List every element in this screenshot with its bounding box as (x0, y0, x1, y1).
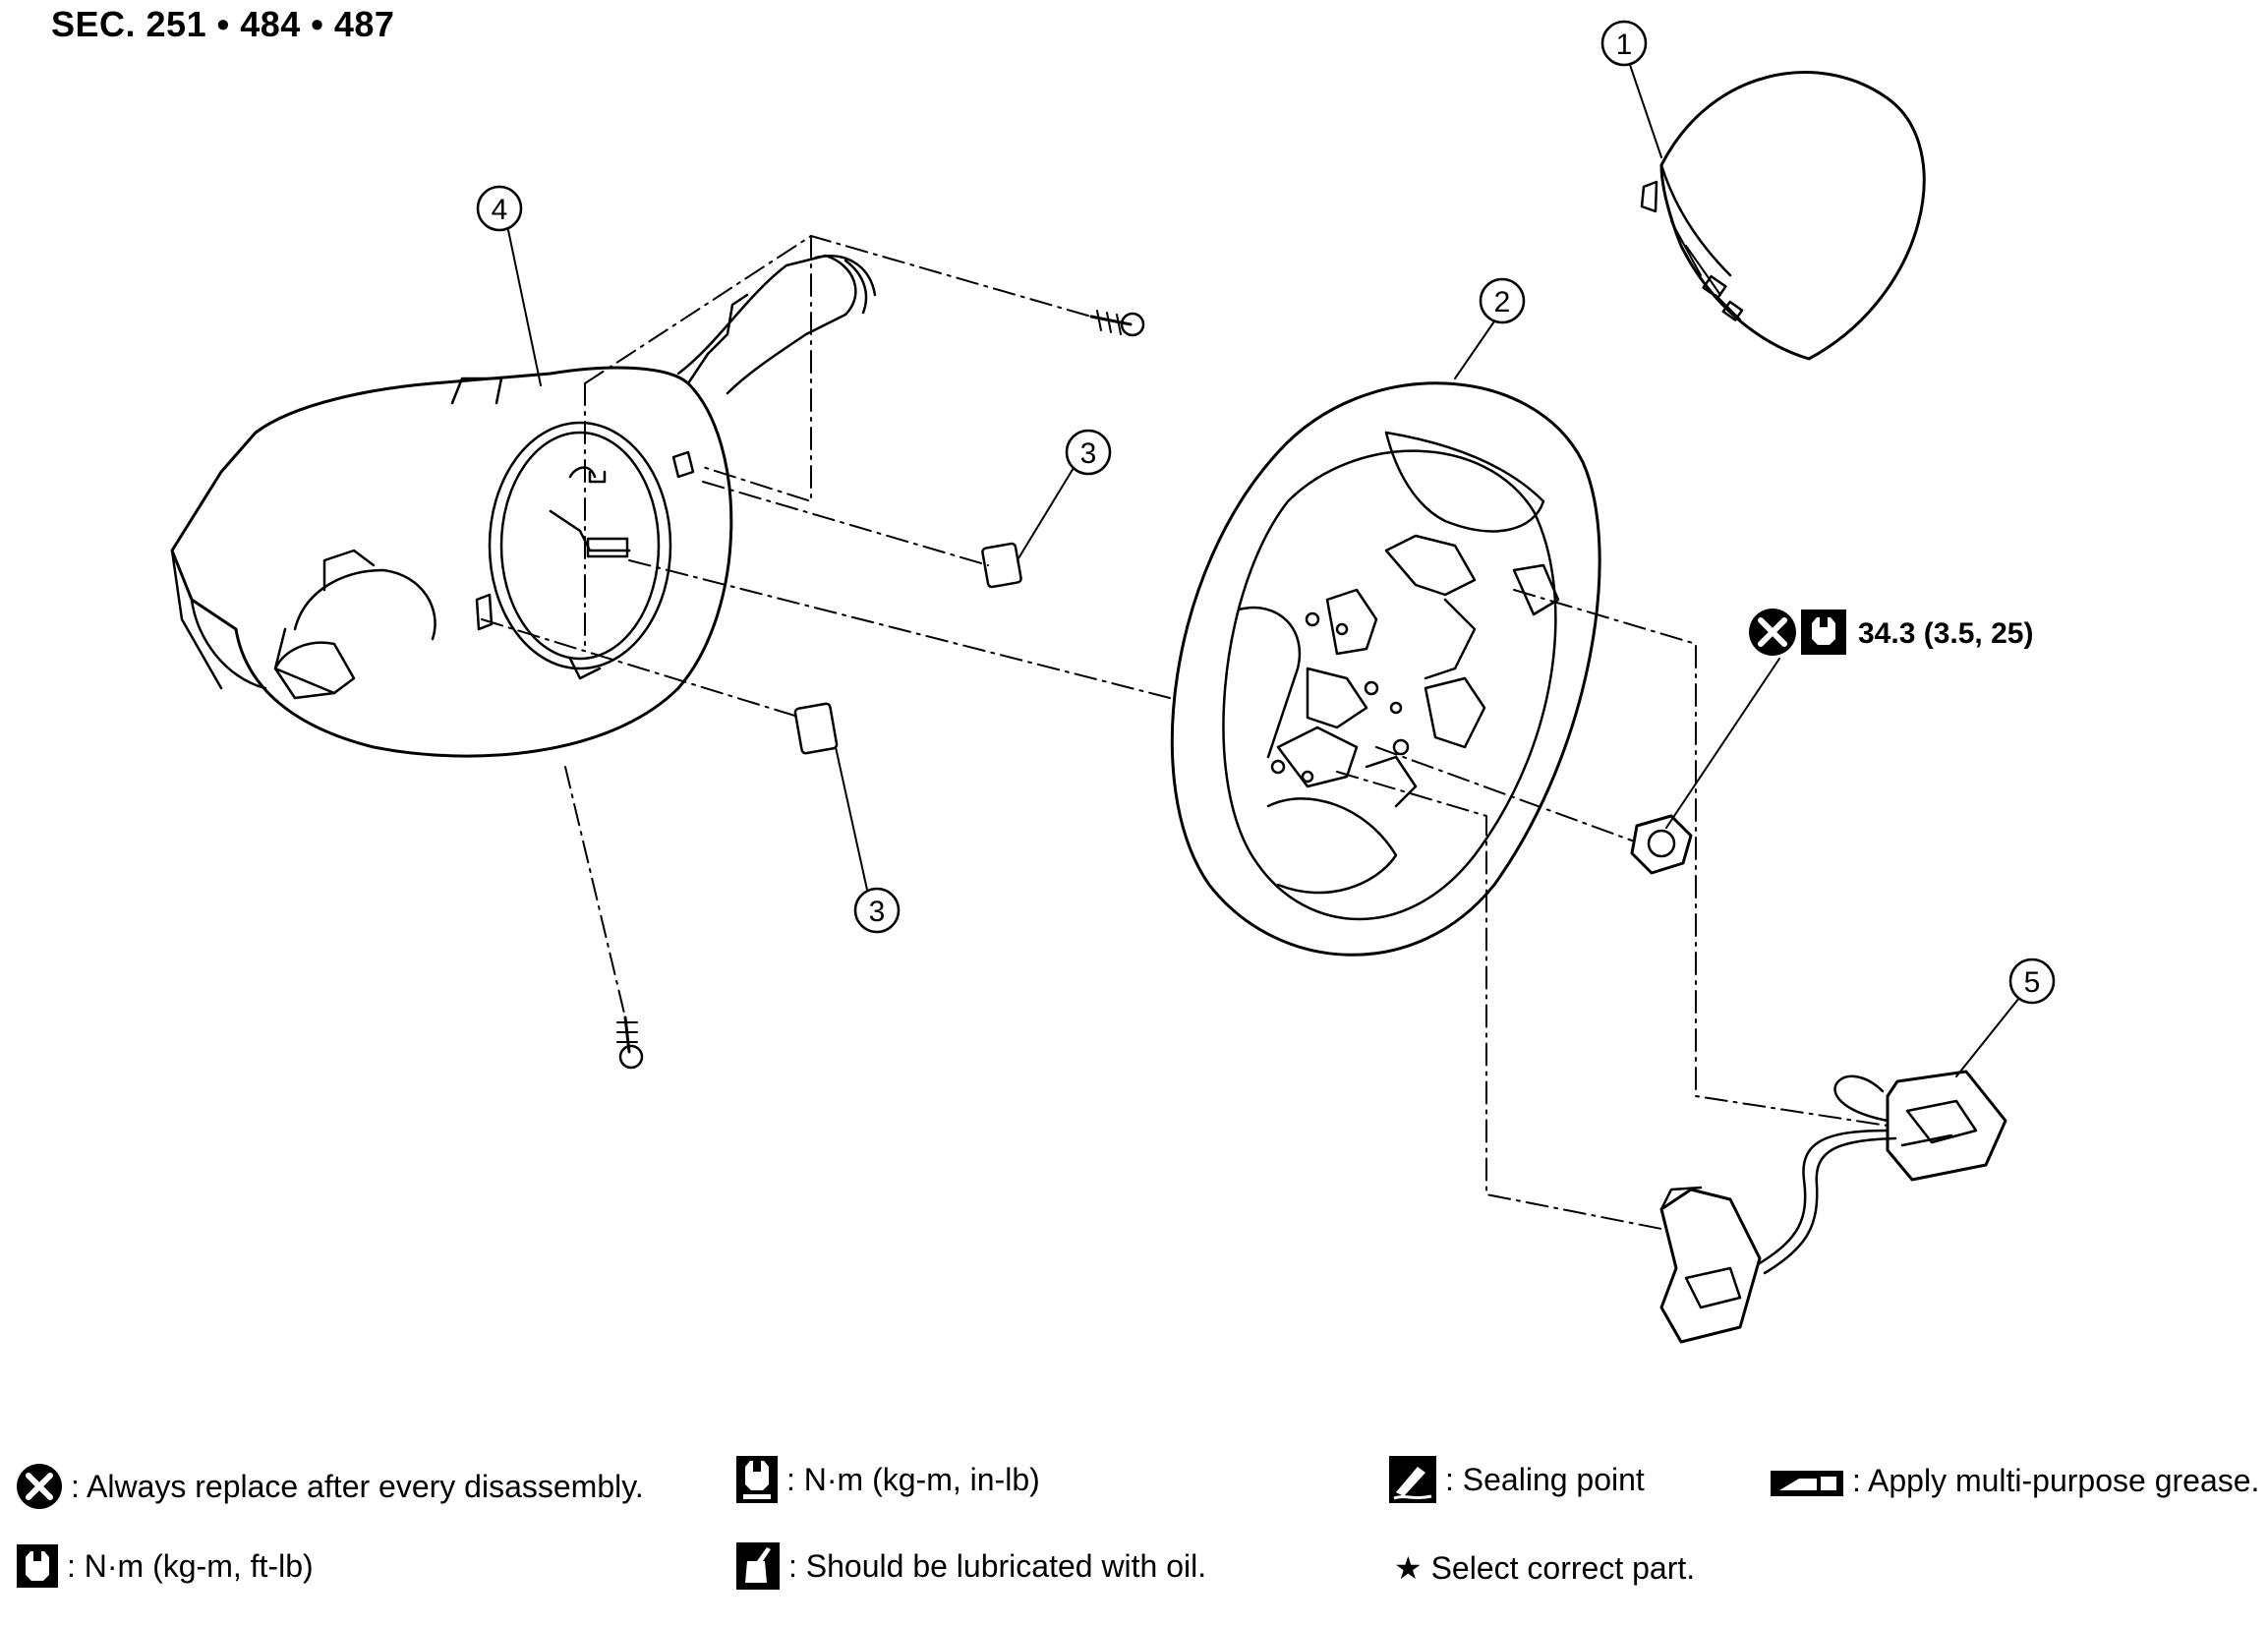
oil-can-icon (735, 1541, 781, 1591)
legend-text: : Sealing point (1445, 1461, 1645, 1497)
screw-lower (616, 1016, 644, 1070)
steering-wheel (1170, 381, 1601, 957)
legend-sealing: : Sealing point (1388, 1455, 1645, 1504)
callout-number: 3 (869, 896, 886, 928)
legend-grease: : Apply multi-purpose grease. (1770, 1463, 2259, 1499)
torque-ft-lb-icon (16, 1543, 59, 1589)
legend-torque-ft-lb: : N·m (kg-m, ft-lb) (16, 1543, 314, 1589)
steering-wheel-nut (1630, 814, 1693, 875)
callout-1: 1 (1600, 20, 1648, 67)
torque-spec: 34.3 (3.5, 25) (1749, 609, 2033, 656)
callout-2: 2 (1479, 277, 1526, 324)
callout-5: 5 (2008, 958, 2056, 1005)
torque-value: 34.3 (3.5, 25) (1858, 617, 2033, 650)
air-bag-module (1640, 71, 1926, 361)
legend-select-part: ★ Select correct part. (1394, 1549, 1695, 1587)
replace-x-icon (16, 1463, 63, 1510)
callout-number: 2 (1494, 286, 1511, 319)
grease-icon (1770, 1465, 1844, 1498)
callout-3-lower: 3 (853, 887, 901, 934)
screw-upper (1089, 310, 1145, 337)
legend: : Always replace after every disassembly… (0, 1445, 2268, 1626)
callout-number: 4 (492, 194, 508, 226)
legend-oil: : Should be lubricated with oil. (735, 1541, 1206, 1591)
legend-text: : Apply multi-purpose grease. (1852, 1463, 2260, 1498)
callout-4: 4 (476, 185, 523, 232)
callout-number: 1 (1616, 29, 1633, 61)
legend-text: : N·m (kg-m, in-lb) (786, 1461, 1040, 1497)
legend-text: ★ Select correct part. (1394, 1550, 1696, 1586)
legend-text: : Should be lubricated with oil. (788, 1547, 1207, 1584)
legend-replace: : Always replace after every disassembly… (16, 1463, 644, 1510)
callout-leaders (507, 64, 2020, 1077)
steering-switch-harness (1659, 1070, 2007, 1344)
legend-text: : Always replace after every disassembly… (71, 1468, 644, 1504)
torque-ft-lb-icon (1801, 610, 1846, 655)
legend-torque-in-lb: : N·m (kg-m, in-lb) (735, 1455, 1040, 1504)
replace-x-icon (1749, 609, 1796, 656)
callout-3-upper: 3 (1065, 429, 1112, 476)
callout-number: 5 (2024, 966, 2041, 999)
callout-number: 3 (1080, 437, 1097, 470)
sealing-point-icon (1388, 1455, 1437, 1504)
assembly-lines (481, 235, 1889, 1230)
clip-lower (793, 702, 839, 755)
torque-in-lb-icon (735, 1455, 779, 1504)
spiral-cable-combination-switch (170, 254, 877, 758)
section-title: SEC. 251 • 484 • 487 (51, 4, 395, 44)
clip-upper (981, 542, 1022, 589)
legend-text: : N·m (kg-m, ft-lb) (67, 1547, 314, 1584)
